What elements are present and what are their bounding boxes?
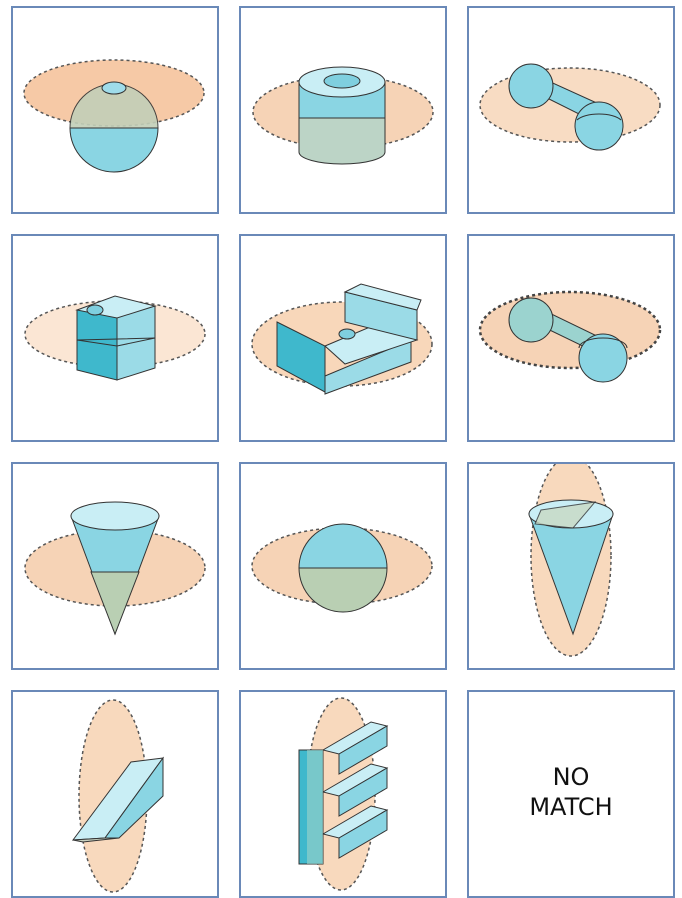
tile-cone-option-2[interactable] xyxy=(467,462,675,670)
tile-no-match-option[interactable]: NO MATCH xyxy=(467,690,675,898)
tile-wedge-option[interactable] xyxy=(11,690,219,898)
ring-slice-figure xyxy=(241,8,445,212)
tile-dumbbell-option-2[interactable] xyxy=(467,234,675,442)
tile-sphere-option[interactable] xyxy=(11,6,219,214)
tile-u-block-option[interactable] xyxy=(239,234,447,442)
cone-slice-figure xyxy=(13,464,217,668)
no-match-label: NO MATCH xyxy=(469,762,673,822)
dumbbell-slice-figure xyxy=(469,8,673,212)
tile-e-block-option[interactable] xyxy=(239,690,447,898)
cube-slice-figure xyxy=(13,236,217,440)
sphere-slice-figure xyxy=(13,8,217,212)
sphere-slice-figure xyxy=(241,464,445,668)
cone-vertical-slice-figure xyxy=(469,464,673,668)
tile-cube-option[interactable] xyxy=(11,234,219,442)
e-block-slice-figure xyxy=(241,692,445,896)
tile-dumbbell-option[interactable] xyxy=(467,6,675,214)
no-match-line-2: MATCH xyxy=(469,792,673,822)
u-block-slice-figure xyxy=(241,236,445,440)
dumbbell-slice-figure xyxy=(469,236,673,440)
tile-cone-option[interactable] xyxy=(11,462,219,670)
tile-ring-option[interactable] xyxy=(239,6,447,214)
wedge-slice-figure xyxy=(13,692,217,896)
tile-sphere-option-2[interactable] xyxy=(239,462,447,670)
no-match-line-1: NO xyxy=(469,762,673,792)
